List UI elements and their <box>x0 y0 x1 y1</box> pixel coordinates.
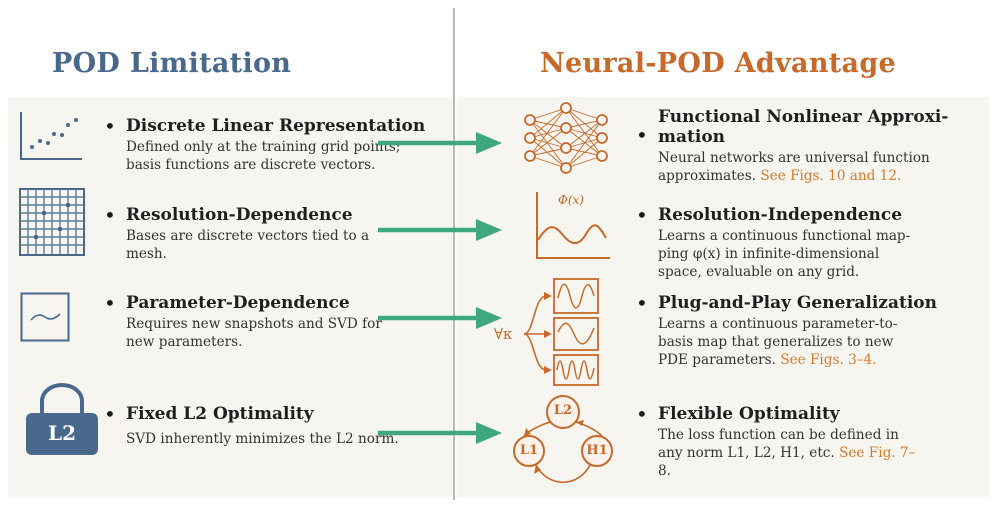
bullet: • <box>636 203 648 227</box>
forall-label: ∀κ <box>494 325 513 343</box>
arrow-right-icon <box>378 132 502 154</box>
item-title: Parameter-Dependence <box>126 293 350 313</box>
left-column-title: POD Limitation <box>52 48 292 79</box>
padlock-icon: L2 <box>24 383 100 457</box>
bullet: • <box>104 203 116 227</box>
item-desc-line: The loss function can be defined in <box>658 427 899 443</box>
scatter-plot-icon <box>20 112 82 160</box>
item-desc-line: space, evaluable on any grid. <box>658 264 860 280</box>
item-desc-text: PDE parameters. <box>658 352 776 368</box>
node-label-h1: H1 <box>586 443 608 458</box>
item-desc-line: new parameters. <box>126 334 243 350</box>
item-desc-line: ping φ(x) in infinite-dimensional <box>658 246 880 262</box>
padlock-label: L2 <box>48 421 76 445</box>
arrow-right-icon <box>378 307 502 329</box>
item-desc-line: mesh. <box>126 246 167 262</box>
arrow-right-icon <box>378 422 502 444</box>
item-desc-line: Neural networks are universal function <box>658 150 930 166</box>
item-title-line: Resolution-Independence <box>658 205 903 225</box>
item-desc-line: Learns a continuous functional map- <box>658 228 911 244</box>
item-desc-line: basis functions are discrete vectors. <box>126 157 376 173</box>
item-title: Resolution-Dependence <box>126 205 353 225</box>
item-title-line: Functional Nonlinear Approxi- <box>658 107 949 127</box>
item-title: Discrete Linear Representation <box>126 116 426 136</box>
bullet: • <box>104 114 116 138</box>
curve-box-icon <box>20 292 70 342</box>
figure-reference-link[interactable]: See Figs. 3–4. <box>780 352 877 368</box>
neural-network-icon <box>524 102 608 174</box>
item-title-line: Plug-and-Play Generalization <box>658 293 937 313</box>
phi-label: Φ(x) <box>558 193 584 207</box>
item-title-line: Flexible Optimality <box>658 404 840 424</box>
bullet: • <box>104 402 116 426</box>
mesh-grid-icon <box>19 188 85 256</box>
item-desc-line: any norm L1, L2, H1, etc. See Fig. 7– <box>658 444 915 462</box>
item-desc-text: approximates. <box>658 168 757 184</box>
node-label-l1: L1 <box>519 443 539 458</box>
bullet: • <box>636 291 648 315</box>
bullet: • <box>104 291 116 315</box>
item-desc-line: basis map that generalizes to new <box>658 334 894 350</box>
center-divider <box>453 8 455 500</box>
item-title-line: mation <box>658 127 726 147</box>
figure-reference-link[interactable]: 8. <box>658 463 671 479</box>
item-desc-line: approximates. See Figs. 10 and 12. <box>658 167 901 185</box>
figure-reference-link[interactable]: See Fig. 7– <box>839 445 916 461</box>
figure-reference-link[interactable]: See Figs. 10 and 12. <box>760 168 902 184</box>
item-desc-line: SVD inherently minimizes the L2 norm. <box>126 431 399 447</box>
forall-kappa-icon: ∀κ <box>494 276 606 386</box>
arrow-right-icon <box>378 219 502 241</box>
item-desc-line: Bases are discrete vectors tied to a <box>126 228 370 244</box>
function-plot-icon: Φ(x) <box>532 190 612 262</box>
item-desc-line: PDE parameters. See Figs. 3–4. <box>658 351 877 369</box>
item-desc-line: Learns a continuous parameter-to- <box>658 316 898 332</box>
bullet: • <box>636 402 648 426</box>
norm-cycle-icon: L2 L1 H1 <box>508 392 618 496</box>
item-title: Fixed L2 Optimality <box>126 404 314 424</box>
node-label-l2: L2 <box>553 403 573 418</box>
bullet: • <box>636 123 648 147</box>
item-desc-line: Defined only at the training grid points… <box>126 139 401 155</box>
item-desc-text: any norm L1, L2, H1, etc. <box>658 445 835 461</box>
right-column-title: Neural-POD Advantage <box>540 48 896 79</box>
item-desc-line: Requires new snapshots and SVD for <box>126 316 382 332</box>
